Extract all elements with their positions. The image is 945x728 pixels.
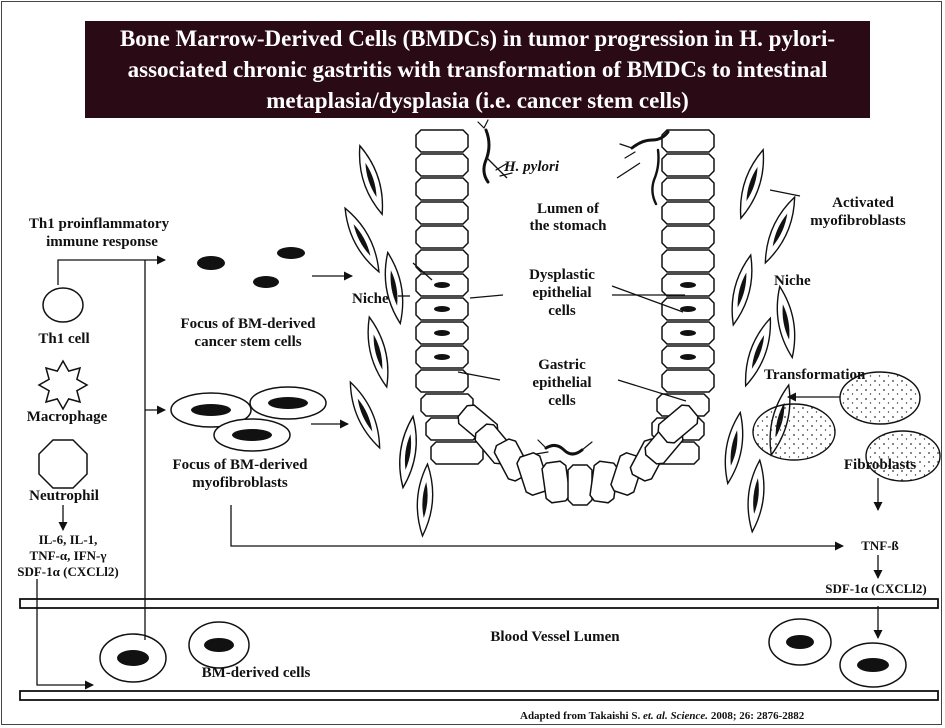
- niche-right-label: Niche: [774, 272, 811, 290]
- epithelial-cell: [662, 154, 714, 176]
- epithelial-cell: [541, 461, 570, 504]
- niche-left-label: Niche: [352, 290, 389, 308]
- myofibroblast: [380, 251, 407, 325]
- myofibroblast: [353, 143, 390, 216]
- epithelial-cell: [416, 130, 468, 152]
- dysplastic-label-line2: epithelial: [510, 284, 614, 302]
- cytokines-line2: TNF-α, IFN-γ: [8, 548, 128, 564]
- cytokines-line3: SDF-1α (CXCLl2): [6, 564, 130, 580]
- myofibroblast: [338, 205, 385, 276]
- th1-cell-shape: [43, 288, 83, 322]
- epithelial-cell: [662, 250, 714, 272]
- myofibroblast: [396, 415, 421, 488]
- epithelial-cell: [416, 202, 468, 224]
- myofibroblast: [362, 315, 394, 388]
- myofibroblast: [759, 194, 802, 266]
- myofibroblast: [344, 379, 387, 451]
- cell-nucleus: [434, 354, 450, 360]
- macrophage-shape: [39, 361, 87, 409]
- citation-etal: et. al.: [643, 710, 668, 722]
- h-pylori-label: H. pylori: [504, 158, 559, 176]
- myofibroblast-focus: [171, 387, 326, 451]
- neutrophil-label: Neutrophil: [14, 487, 114, 505]
- citation-prefix: Adapted from Takaishi S.: [520, 710, 640, 722]
- epithelial-cell: [416, 226, 468, 248]
- gastric-label-line2: epithelial: [510, 374, 614, 392]
- epithelial-cell: [431, 442, 483, 464]
- th1-response-label-line1: Th1 proinflammatory: [4, 215, 194, 233]
- epithelial-cell: [416, 154, 468, 176]
- focus-stem-label-line2: cancer stem cells: [158, 333, 338, 351]
- cell-nucleus: [434, 330, 450, 336]
- epithelial-cell: [662, 178, 714, 200]
- cell-nucleus: [680, 330, 696, 336]
- blood-vessel-label: Blood Vessel Lumen: [440, 628, 670, 646]
- cell-nucleus: [434, 282, 450, 288]
- sdf-right-label: SDF-1α (CXCLl2): [810, 581, 942, 597]
- citation: Adapted from Takaishi S. et. al. Science…: [520, 707, 804, 725]
- epithelial-cell: [416, 178, 468, 200]
- activated-label: Activated: [808, 194, 918, 212]
- cell-nucleus: [680, 354, 696, 360]
- focus-stem-label-line1: Focus of BM-derived: [158, 315, 338, 333]
- citation-ref: 2008; 26: 2876-2882: [711, 710, 805, 722]
- epithelial-cell: [416, 250, 468, 272]
- epithelial-cell: [568, 465, 592, 505]
- cell-nucleus: [680, 282, 696, 288]
- dysplastic-label-line1: Dysplastic: [510, 266, 614, 284]
- macrophage-label: Macrophage: [12, 408, 122, 426]
- cell-nucleus: [434, 306, 450, 312]
- tnf-beta-label: TNF-ß: [850, 538, 910, 554]
- th1-response-label-line2: immune response: [22, 233, 182, 251]
- diagram-title: Bone Marrow-Derived Cells (BMDCs) in tum…: [85, 21, 870, 118]
- gastric-label-line1: Gastric: [510, 356, 614, 374]
- th1-cell-label: Th1 cell: [14, 330, 114, 348]
- lumen-label-line2: the stomach: [518, 217, 618, 235]
- cytokines-line1: IL-6, IL-1,: [8, 532, 128, 548]
- myofibroblast: [720, 411, 747, 485]
- bm-derived-cells-label: BM-derived cells: [186, 664, 326, 682]
- epithelial-cell: [662, 202, 714, 224]
- epithelial-cell: [662, 130, 714, 152]
- myofibroblast: [726, 253, 758, 326]
- citation-journal: Science.: [670, 710, 708, 722]
- activated-myofibroblasts-label: myofibroblasts: [796, 212, 920, 230]
- myofibroblast: [734, 147, 771, 220]
- fibroblasts-label: Fibroblasts: [820, 456, 940, 474]
- myofibroblast: [415, 464, 435, 537]
- cancer-stem-cell-focus: [197, 247, 305, 288]
- dysplastic-label-line3: cells: [510, 302, 614, 320]
- epithelial-cell: [416, 370, 468, 392]
- transformation-label: Transformation: [764, 366, 865, 384]
- focus-myo-label-line2: myofibroblasts: [150, 474, 330, 492]
- myofibroblast: [772, 285, 799, 359]
- myofibroblast: [745, 459, 767, 532]
- neutrophil-shape: [39, 440, 87, 488]
- gastric-label-line3: cells: [510, 392, 614, 410]
- epithelial-cell: [662, 370, 714, 392]
- lumen-label-line1: Lumen of: [518, 200, 618, 218]
- epithelial-cell: [662, 226, 714, 248]
- focus-myo-label-line1: Focus of BM-derived: [150, 456, 330, 474]
